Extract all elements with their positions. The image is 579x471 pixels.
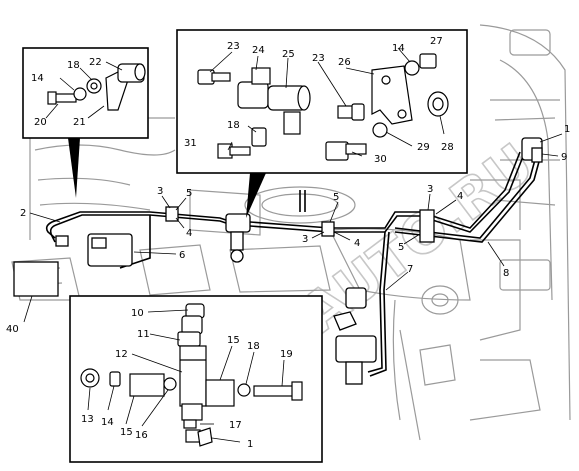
callout-14-top: 14: [392, 43, 405, 54]
clamp-right: [419, 209, 435, 243]
line-left: [45, 211, 233, 239]
line-mid: [249, 151, 521, 229]
callout-8: 8: [503, 268, 509, 279]
callout-1-bottom: 1: [247, 439, 253, 450]
callout-23-right: 23: [312, 53, 325, 64]
callout-40: 40: [6, 324, 19, 335]
callout-3-mid: 3: [302, 234, 308, 245]
inset-top-pointer: [246, 173, 266, 218]
washer-14: [73, 87, 87, 101]
callout-15-right: 15: [227, 335, 240, 346]
callout-29: 29: [417, 142, 430, 153]
callout-18-left: 18: [67, 60, 80, 71]
nut-17: [183, 419, 197, 429]
callouts-main: 1 9 2 3 5 4 6 40 3 5 4 3 4 5 7 8: [6, 124, 570, 335]
callout-10: 10: [131, 308, 144, 319]
callout-14-bottom: 14: [101, 417, 114, 428]
callout-4-right: 4: [457, 191, 463, 202]
callout-15-left: 15: [120, 427, 133, 438]
filter-12: [179, 345, 207, 407]
bolt-19: [253, 385, 299, 397]
bolt-20: [53, 93, 77, 103]
washer-14-b: [109, 371, 121, 387]
washer-29: [372, 122, 388, 138]
line-down: [367, 231, 386, 373]
main-fittings: [13, 137, 543, 385]
callout-30: 30: [374, 154, 387, 165]
callout-2: 2: [20, 208, 26, 219]
nut-27: [419, 53, 437, 69]
bracket-40: [13, 261, 59, 297]
line-mid-2: [249, 153, 525, 233]
callouts-inset-top: 23 24 25 23 26 14 27 18 31 30 29 28: [184, 36, 454, 165]
filter-head: [335, 335, 377, 363]
tee-24: [237, 81, 269, 109]
washer-14-top: [404, 60, 420, 76]
callout-4-mid: 4: [354, 238, 360, 249]
inset-bottom: [69, 295, 323, 463]
inset-top-frame: [176, 29, 468, 174]
callout-13: 13: [81, 414, 94, 425]
callout-18-top: 18: [227, 120, 240, 131]
callout-3-right: 3: [427, 184, 433, 195]
line-down-2: [369, 231, 390, 377]
callout-16: 16: [135, 430, 148, 441]
clip-15-left: [129, 373, 165, 397]
callout-24: 24: [252, 45, 265, 56]
callout-5-left: 5: [186, 188, 192, 199]
callout-1-main: 1: [564, 124, 570, 135]
callout-9: 9: [561, 152, 567, 163]
callout-20: 20: [34, 117, 47, 128]
callout-31: 31: [184, 138, 197, 149]
line-right: [394, 155, 537, 239]
left-fitting: [55, 235, 69, 247]
nut-18-b: [237, 383, 251, 397]
clamp-mid: [321, 221, 335, 237]
callout-28: 28: [441, 142, 454, 153]
inset-top: [176, 29, 468, 218]
callout-17: 17: [229, 420, 242, 431]
callout-22: 22: [89, 57, 102, 68]
callout-5-mid: 5: [333, 192, 339, 203]
callout-27: 27: [430, 36, 443, 47]
bolt-30: [325, 141, 349, 161]
callout-7: 7: [407, 264, 413, 275]
callouts-inset-left: 22 18 14 20 21: [31, 57, 102, 128]
bolt-18: [251, 127, 267, 147]
main-leaders: [23, 133, 563, 323]
callout-21: 21: [73, 117, 86, 128]
line-right-2: [394, 157, 541, 243]
inset-left-pointer: [68, 138, 80, 198]
inset-left: [22, 47, 149, 198]
callout-14-left: 14: [31, 73, 44, 84]
callout-19: 19: [280, 349, 293, 360]
callout-5-right: 5: [398, 242, 404, 253]
line-to-tee: [299, 190, 306, 212]
callout-12: 12: [115, 349, 128, 360]
callout-18-bottom: 18: [247, 341, 260, 352]
washer-16: [163, 377, 177, 391]
callout-26: 26: [338, 57, 351, 68]
fuel-lines: [45, 151, 541, 377]
callout-23-left: 23: [227, 41, 240, 52]
callouts-inset-bottom: 10 11 12 13 14 15 16 15 18 19 17 1: [81, 308, 293, 450]
callout-6: 6: [179, 250, 185, 261]
callout-25: 25: [282, 49, 295, 60]
callout-4-left: 4: [186, 228, 192, 239]
clip-15-right: [205, 379, 235, 407]
callout-11: 11: [137, 329, 150, 340]
nut-11: [177, 331, 201, 347]
line-left-lower: [49, 214, 233, 243]
elbow-main: [345, 287, 367, 309]
clamp-left: [165, 206, 179, 222]
callout-3-left: 3: [157, 186, 163, 197]
